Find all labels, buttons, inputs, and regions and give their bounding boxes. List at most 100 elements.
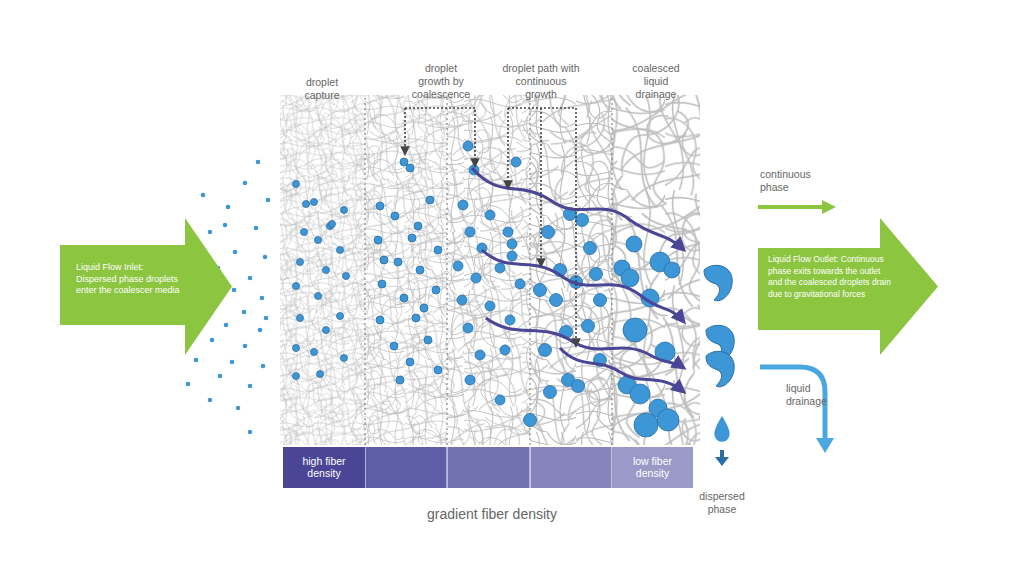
captured-droplet: [380, 256, 388, 264]
captured-droplet: [396, 376, 404, 384]
node-text: low fiber density: [616, 456, 689, 479]
captured-droplet: [297, 315, 304, 322]
captured-droplet: [463, 141, 473, 151]
captured-droplet: [400, 294, 408, 302]
gradient-band: [447, 447, 448, 488]
captured-droplet: [630, 384, 650, 404]
captured-droplet: [343, 273, 350, 280]
zone-divider: [365, 98, 612, 445]
captured-droplet: [412, 314, 420, 322]
captured-droplet: [634, 413, 658, 437]
node-text: high fiber density: [287, 456, 361, 479]
inlet-droplet: [248, 276, 253, 281]
captured-droplet: [293, 373, 300, 380]
inlet-droplet: [248, 430, 253, 435]
captured-droplet: [463, 323, 473, 333]
captured-droplet: [391, 212, 399, 220]
fiber-media: [447, 95, 530, 445]
fiber-media: [365, 95, 447, 445]
callout-leader: [405, 108, 475, 166]
captured-droplet: [500, 345, 510, 355]
captured-droplet: [453, 261, 463, 271]
inlet-droplet: [230, 360, 235, 365]
captured-droplet: [621, 269, 639, 287]
inlet-droplet: [194, 358, 199, 363]
inlet-droplet: [263, 255, 268, 260]
fiber-media: [365, 95, 447, 445]
captured-droplet: [414, 222, 422, 230]
captured-droplet: [374, 236, 382, 244]
captured-droplet: [458, 200, 468, 210]
captured-droplet: [623, 318, 647, 342]
annotation-label: droplet growth by coalescence: [410, 62, 472, 101]
drainage-arrow: [760, 367, 834, 453]
falling-drop: [715, 457, 729, 466]
captured-droplet: [303, 201, 310, 208]
zone-divider: [529, 98, 530, 445]
fiber-media: [447, 95, 530, 445]
fiber-media: [530, 95, 612, 445]
captured-droplet: [475, 350, 485, 360]
annotation-label: coalesced liquid drainage: [626, 62, 686, 101]
zone-divider: [446, 98, 447, 445]
callout-leader: [540, 108, 542, 266]
density-band: high fiber density: [283, 447, 365, 488]
drainage-arrow: [816, 438, 834, 453]
captured-droplet: [594, 294, 607, 307]
inlet-droplet: [261, 364, 266, 369]
captured-droplet: [297, 259, 304, 266]
inlet-droplet: [260, 296, 265, 301]
inlet-droplet: [258, 328, 263, 333]
inlet-droplet: [186, 382, 191, 387]
falling-drop: [714, 416, 729, 466]
droplet-path-arrow: [472, 168, 684, 392]
captured-droplet: [323, 327, 330, 334]
inlet-droplet: [266, 198, 271, 203]
captured-droplet: [507, 251, 517, 261]
captured-droplet: [406, 358, 414, 366]
captured-droplet: [315, 293, 322, 300]
captured-droplet: [485, 210, 495, 220]
captured-droplet: [550, 294, 563, 307]
continuous-phase-arrow: [822, 200, 836, 214]
captured-droplet: [317, 371, 324, 378]
inlet-droplet: [236, 406, 241, 411]
annotation-label: continuous phase: [760, 168, 820, 194]
inlet-arrow-shape: [60, 218, 232, 355]
callout-leader: [404, 108, 406, 154]
inlet-droplet: [224, 323, 229, 328]
fiber-media: [612, 95, 700, 445]
captured-droplet: [534, 284, 547, 297]
zone-divider: [611, 98, 612, 445]
captured-droplet: [434, 366, 442, 374]
captured-droplet: [301, 229, 308, 236]
droplet-path-arrow: [560, 348, 684, 392]
captured-droplet: [511, 157, 521, 167]
droplet-path-arrow: [482, 250, 684, 322]
captured-droplet: [408, 234, 416, 242]
inlet-droplet: [242, 310, 247, 315]
captured-droplet: [341, 207, 348, 214]
captured-droplet: [426, 196, 434, 204]
annotation-label: droplet capture: [292, 76, 352, 102]
inlet-droplet: [201, 193, 206, 198]
captured-droplet: [495, 395, 505, 405]
inlet-droplet: [208, 230, 213, 235]
captured-droplet: [378, 280, 386, 288]
inlet-droplet: [223, 223, 228, 228]
captured-droplet: [590, 268, 603, 281]
captured-droplet: [664, 262, 680, 278]
gradient-band: [447, 447, 530, 488]
inlet-droplet: [233, 250, 238, 255]
inlet-droplet: [254, 226, 259, 231]
captured-droplet: [329, 221, 336, 228]
captured-droplet: [400, 158, 408, 166]
annotation-label: droplet path with continuous growth: [501, 62, 581, 101]
inlet-droplet: [256, 160, 261, 165]
callout-leader: [507, 108, 509, 188]
density-band: low fiber density: [612, 447, 693, 488]
fiber-media: [530, 95, 612, 445]
captured-droplet: [503, 227, 513, 237]
captured-droplet: [515, 279, 525, 289]
callout-leader: [405, 108, 576, 346]
